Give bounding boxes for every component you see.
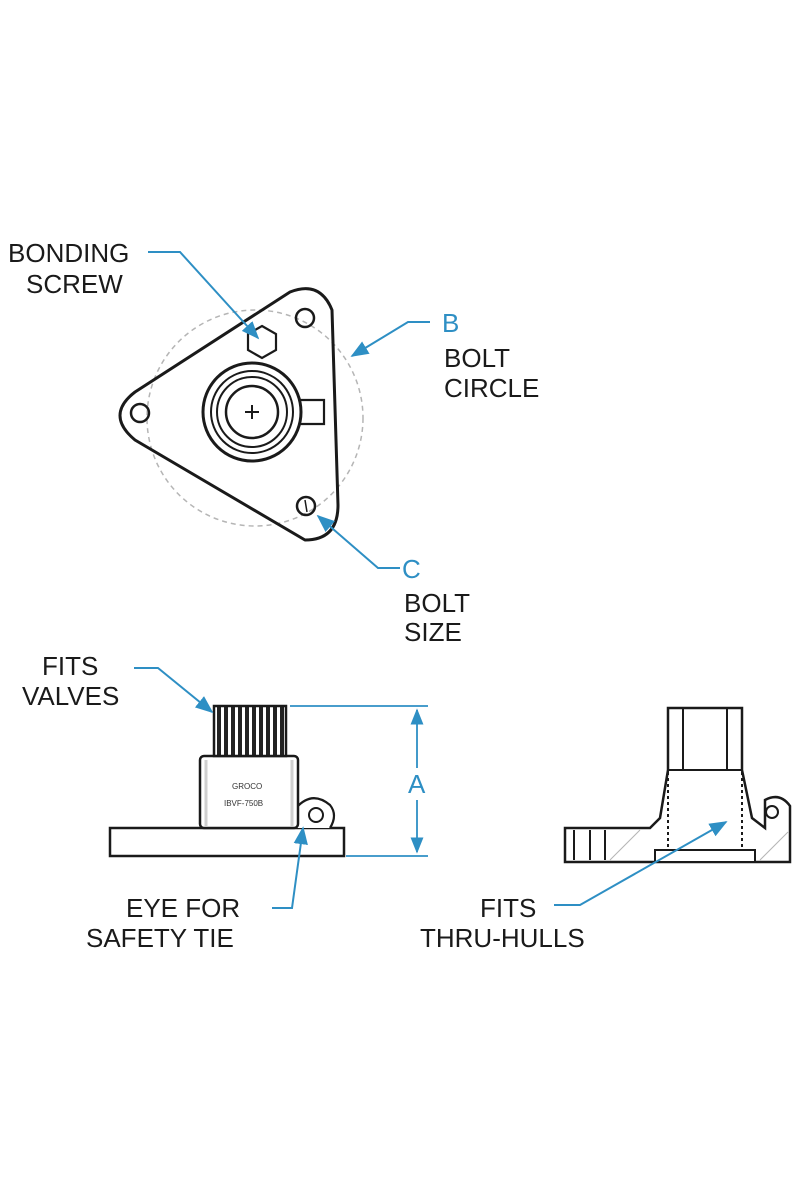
side-threaded-neck: [212, 704, 288, 758]
eye-leader: [272, 826, 308, 909]
side-view: GROCO IBVF-750B: [108, 704, 346, 858]
bolt-hole-bottom: [295, 495, 317, 517]
bolt-hole-top: [294, 307, 316, 329]
side-eye-lug: [294, 797, 336, 829]
section-bottom-recess: [654, 849, 756, 863]
side-eye-hole: [308, 807, 324, 823]
bonding-screw-label-2: SCREW: [26, 269, 123, 299]
thru-hulls-label-1: FITS: [480, 893, 536, 923]
bolt-size-leader: [316, 514, 400, 569]
thru-hulls-leader: [554, 821, 728, 906]
fits-valves-label-2: VALVES: [22, 681, 119, 711]
a-letter: A: [408, 769, 426, 799]
bolt-size-label-1: BOLT: [404, 588, 470, 618]
bolt-circle-label-1: BOLT: [444, 343, 510, 373]
bolt-circle-label-2: CIRCLE: [444, 373, 539, 403]
c-letter: C: [402, 554, 421, 584]
eye-label-2: SAFETY TIE: [86, 923, 234, 953]
eye-label-1: EYE FOR: [126, 893, 240, 923]
bolt-size-label-2: SIZE: [404, 617, 462, 647]
section-hatch-2: [759, 831, 789, 861]
side-tab: [295, 398, 326, 426]
port-ring-inner: [224, 384, 280, 440]
body-brand-text: GROCO: [232, 782, 262, 791]
bolt-circle-dashed: [146, 309, 364, 527]
thru-hulls-label-2: THRU-HULLS: [420, 923, 585, 953]
port-ring-3: [216, 376, 288, 448]
section-outer-profile: [563, 706, 792, 864]
bonding-screw-leader: [148, 251, 260, 340]
bolt-circle-leader: [350, 321, 430, 357]
side-base-plate: [108, 826, 346, 858]
section-hatch-1: [609, 829, 641, 861]
bolt-hole-bottom-mark: [304, 499, 308, 513]
bonding-screw-label-1: BONDING: [8, 238, 129, 268]
top-view: [118, 287, 364, 542]
fits-valves-leader: [134, 667, 214, 714]
b-letter: B: [442, 308, 459, 338]
section-view: [563, 706, 792, 864]
section-eye-hole: [765, 805, 779, 819]
triangular-flange-outline: [118, 287, 340, 542]
bolt-hole-left: [129, 402, 151, 424]
port-ring-2: [210, 370, 294, 454]
fits-valves-label-1: FITS: [42, 651, 98, 681]
side-body: [198, 754, 300, 830]
body-model-text: IBVF-750B: [224, 799, 263, 808]
